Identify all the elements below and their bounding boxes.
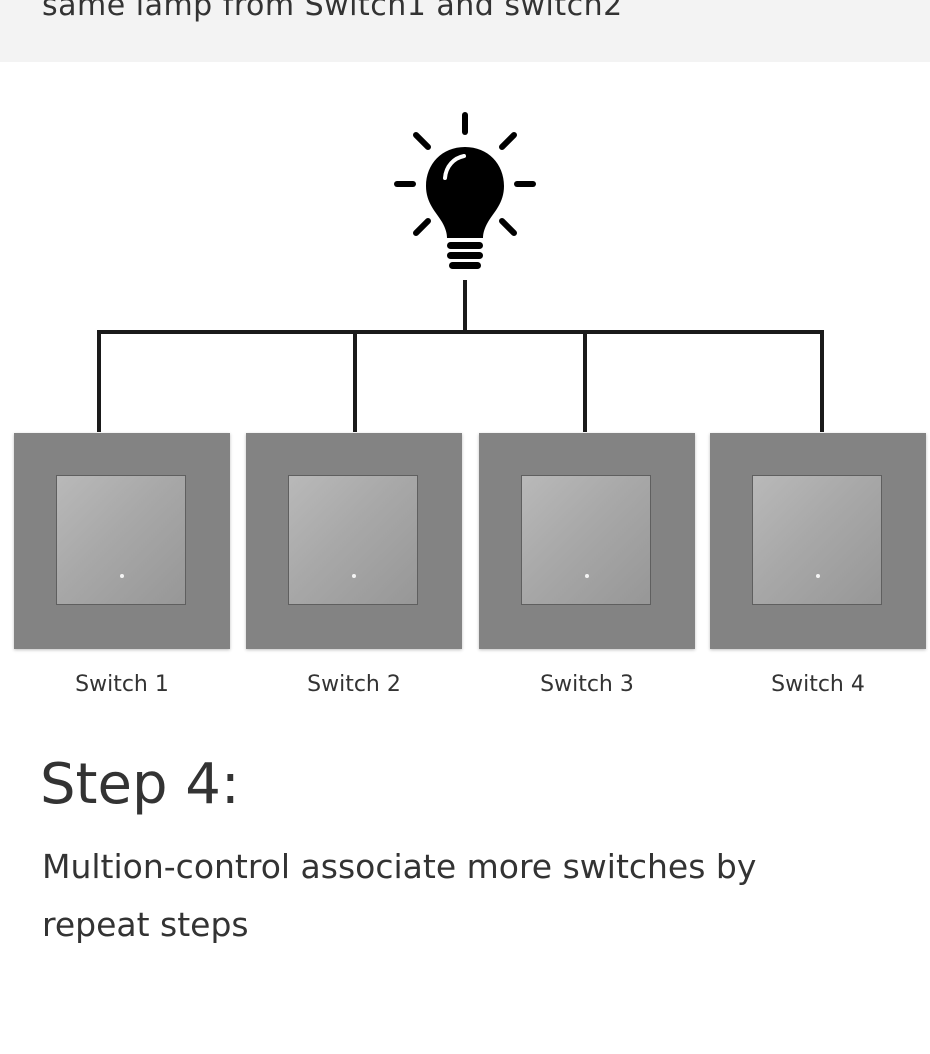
indicator-led (816, 574, 820, 578)
switch-label-4: Switch 4 (771, 672, 865, 697)
header-text: same lamp from Switch1 and switch2 (42, 0, 623, 23)
switch-rocker (521, 475, 651, 605)
switch-label-1: Switch 1 (75, 672, 169, 697)
step-description: Multion-control associate more switches … (42, 847, 757, 944)
switch-rocker (56, 475, 186, 605)
wiring-diagram (97, 112, 824, 432)
switch-4 (710, 433, 926, 649)
switch-3 (479, 433, 695, 649)
light-bulb-icon (394, 112, 536, 269)
switch-rocker (288, 475, 418, 605)
switch-rocker (752, 475, 882, 605)
indicator-led (585, 574, 589, 578)
switch-1 (14, 433, 230, 649)
indicator-led (352, 574, 356, 578)
header-band: same lamp from Switch1 and switch2 (0, 0, 930, 62)
wires (97, 280, 824, 432)
switch-label-3: Switch 3 (540, 672, 634, 697)
step-title: Step 4: (40, 752, 240, 817)
switch-label-2: Switch 2 (307, 672, 401, 697)
switch-2 (246, 433, 462, 649)
indicator-led (120, 574, 124, 578)
